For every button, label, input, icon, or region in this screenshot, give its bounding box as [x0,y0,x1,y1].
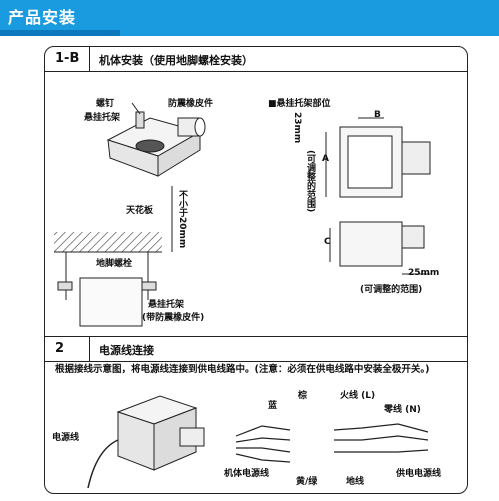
bracket-with-rubber-label: 悬挂托架 [148,300,185,310]
bolt-label: 地脚螺栓 [96,259,133,269]
section-divider [89,47,90,71]
dimension-c-label: C [324,237,331,247]
yellow-green-wire-label: 黄/绿 [296,477,318,487]
screw-label: 螺钉 [96,99,115,109]
section-1-title: 机体安装（使用地脚螺栓安装） [99,54,253,67]
unit-cord-label: 机体电源线 [224,469,270,479]
bracket-position-title: ■悬挂托架部位 [268,99,331,109]
page-title: 产品安装 [8,8,77,27]
wire-blue-label: 蓝 [268,401,278,411]
dimension-25mm-label: 25mm [408,268,440,278]
section-2-number: 2 [55,341,65,356]
wire-brown-label: 棕 [298,391,308,401]
wiring-instruction-text: 根据接线示意图，将电源线连接到供电线路中。(注意：必须在供电线路中安装全极开关。… [55,364,430,375]
fan-unit-illustration [106,102,206,177]
section-1-number: 1-B [55,51,80,66]
section-1-header: 1-B 机体安装（使用地脚螺栓安装） [45,47,467,72]
min-height-label: 不小于20mm [177,190,187,249]
section-2-title: 电源线连接 [99,344,154,357]
section-divider [89,337,90,361]
bracket-label: 悬挂托架 [84,113,121,123]
instruction-frame: 1-B 机体安装（使用地脚螺栓安装） 2 电源线连接 根据接线示意图，将电源线连… [44,46,468,494]
supply-cord-label: 供电电源线 [396,469,442,479]
rubber-label: 防震橡皮件 [168,99,214,109]
power-cord-label: 电源线 [52,433,80,443]
bracket-position-diagram [325,117,431,275]
ceiling-mount-illustration [54,186,173,327]
dimension-b-label: B [374,110,381,120]
dimension-23mm-label: 23mm [292,112,302,144]
dimension-a-label: A [322,154,329,164]
header-tab-strip [0,30,120,36]
power-cord-illustration [87,395,205,489]
bracket-with-rubber-sub-label: (带防震橡皮件) [142,313,205,323]
wiring-diagram [235,423,429,463]
ground-wire-label: 地线 [346,477,365,487]
adjustable-range-horizontal: (可调整的范围) [360,285,423,295]
live-wire-label: 火线 (L) [340,391,376,401]
section-2-header: 2 电源线连接 [45,336,467,362]
ceiling-label: 天花板 [126,206,154,216]
adjustable-range-vertical: (可调整的范围) [305,150,315,213]
header-banner: 产品安装 [0,0,499,36]
neutral-wire-label: 零线 (N) [384,405,421,415]
